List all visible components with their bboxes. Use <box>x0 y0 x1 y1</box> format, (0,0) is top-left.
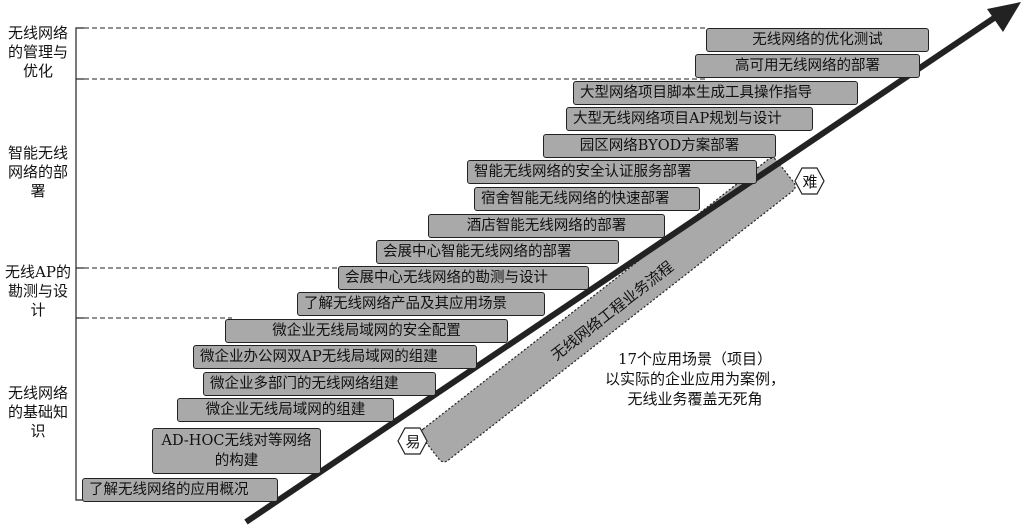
category-bracket <box>75 27 84 501</box>
step-box: 宿舍智能无线网络的快速部署 <box>474 187 700 211</box>
step-box: AD-HOC无线对等网络的构建 <box>152 428 321 474</box>
easy-label: 易 <box>405 433 421 451</box>
note-line-2: 以实际的企业应用为案例， <box>604 370 785 388</box>
step-box: 高可用无线网络的部署 <box>695 54 920 78</box>
flow-band <box>420 157 796 463</box>
step-box: 酒店智能无线网络的部署 <box>428 214 665 238</box>
note-line-1: 17个应用场景（项目） <box>617 350 773 368</box>
category-survey: 无线AP的勘测与设计 <box>5 263 71 319</box>
difficulty-arrow-head <box>987 2 1021 32</box>
hard-hexagon <box>794 167 825 195</box>
step-box: 大型网络项目脚本生成工具操作指导 <box>573 81 858 105</box>
category-deployment: 智能无线网络的部署 <box>7 144 68 200</box>
easy-hexagon <box>397 427 428 455</box>
step-box: 智能无线网络的安全认证服务部署 <box>467 160 757 184</box>
step-box: 园区网络BYOD方案部署 <box>543 134 776 158</box>
difficulty-arrow-line <box>244 11 1002 525</box>
step-box: 了解无线网络的应用概况 <box>82 478 278 502</box>
step-box: 会展中心智能无线网络的部署 <box>376 240 619 264</box>
step-box: 微企业办公网双AP无线局域网的组建 <box>193 345 477 369</box>
scenario-note: 17个应用场景（项目） 以实际的企业应用为案例， 无线业务覆盖无死角 <box>595 349 795 409</box>
step-box: 了解无线网络产品及其应用场景 <box>297 292 545 316</box>
category-basics: 无线网络的基础知识 <box>7 384 68 440</box>
step-box: 无线网络的优化测试 <box>706 28 929 52</box>
step-box: 会展中心无线网络的勘测与设计 <box>338 266 589 290</box>
step-box: 微企业多部门的无线网络组建 <box>203 372 436 396</box>
step-box: 微企业无线局域网的安全配置 <box>225 319 508 343</box>
category-management: 无线网络的管理与优化 <box>7 24 68 80</box>
hard-label: 难 <box>802 173 818 191</box>
step-box: 微企业无线局域网的组建 <box>177 398 394 422</box>
step-box: 大型无线网络项目AP规划与设计 <box>566 107 813 131</box>
note-line-3: 无线业务覆盖无死角 <box>627 390 763 408</box>
